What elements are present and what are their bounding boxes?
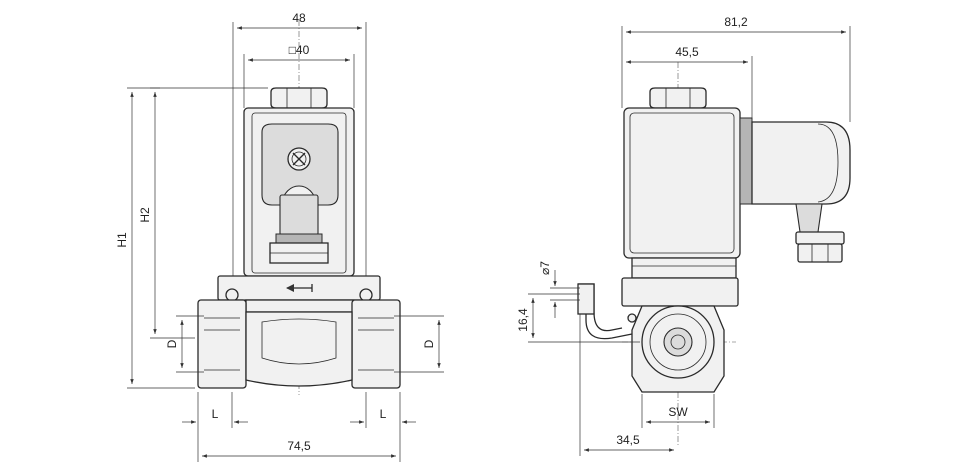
dim-coil-square: □40	[243, 43, 355, 108]
cover-screw	[287, 147, 311, 171]
label-axis-offset: 34,5	[616, 433, 640, 447]
label-side-total-width: 81,2	[724, 15, 748, 29]
dim-bracket-height: 16,4	[516, 293, 640, 343]
side-top-nut	[649, 87, 707, 109]
dim-top-width: 48	[232, 11, 367, 276]
dim-d-right: D	[394, 315, 444, 373]
label-wrench-size: SW	[668, 405, 688, 419]
dim-d-left: D	[165, 315, 204, 373]
dim-l-left: L	[182, 392, 248, 428]
label-side-coil-width: 45,5	[675, 45, 699, 59]
dim-wrench-size: SW	[641, 394, 715, 428]
label-bracket-height: 16,4	[516, 308, 530, 332]
side-coil	[623, 107, 741, 259]
label-bracket-hole: ⌀7	[538, 261, 552, 275]
label-body-length: 74,5	[287, 439, 311, 453]
label-l-right: L	[380, 407, 387, 421]
side-body	[631, 305, 725, 393]
label-top-width: 48	[292, 11, 306, 25]
valve-body	[197, 299, 401, 389]
top-nut	[270, 87, 328, 109]
dim-l-right: L	[350, 392, 416, 462]
dim-h1: H1	[115, 87, 268, 389]
coil-housing	[243, 107, 355, 277]
side-bracket	[577, 283, 637, 340]
side-stem	[621, 257, 739, 307]
dim-side-total-width: 81,2	[621, 15, 851, 122]
dim-side-coil-width: 45,5	[626, 45, 753, 118]
dim-body-length: 74,5	[197, 428, 396, 462]
label-h2: H2	[138, 207, 152, 223]
label-h1: H1	[115, 232, 129, 248]
label-coil-square: □40	[289, 43, 310, 57]
label-d-right: D	[422, 339, 436, 348]
valve-flange	[217, 275, 381, 313]
dim-axis-offset: 34,5	[579, 314, 674, 456]
label-l-left: L	[212, 407, 219, 421]
label-d-left: D	[165, 339, 179, 348]
side-connector	[739, 117, 851, 263]
side-view: ⌀7 16,4 81,2 45,5 SW	[516, 15, 851, 456]
front-view: H1 H2 D D 48	[115, 11, 444, 462]
dim-bracket-hole: ⌀7	[538, 261, 580, 318]
dim-h2: H2	[138, 87, 195, 339]
